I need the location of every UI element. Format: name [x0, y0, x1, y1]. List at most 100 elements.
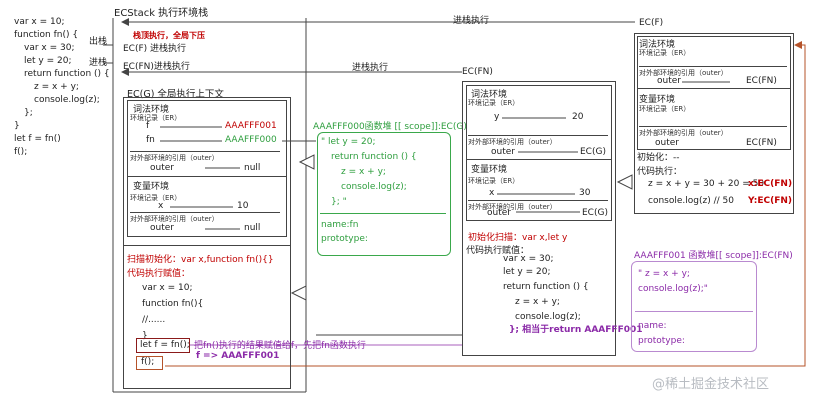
ecfn-lex-title: 词法环境 — [471, 90, 508, 100]
ecf-exec: 代码执行： — [637, 167, 683, 177]
ecfn-var-outer: outer — [487, 208, 511, 218]
source-line: f(); — [14, 147, 28, 157]
heap1-title: AAAFFF001 函数堆[[ scope]]:EC(FN) — [634, 251, 793, 261]
ecf-var-outer: outer — [655, 138, 679, 148]
ecfn-code-line: z = x + y; — [515, 297, 560, 307]
ecg-fn-name: fn — [146, 135, 155, 145]
ecfn-title: EC(FN) — [462, 67, 493, 77]
ecf-log-note: Y:EC(FN) — [748, 196, 792, 206]
ecg-var-title: 变量环境 — [133, 182, 170, 192]
ecg-x-name: x — [158, 201, 164, 211]
heap0-title: AAAFFF000函数堆 [[ scope]]:EC(G) — [313, 122, 467, 132]
ecg-var-outer-label: 对外部环境的引用（outer） — [130, 215, 219, 223]
ecfn-frame — [462, 81, 616, 356]
ecg-er-label: 环境记录（ER） — [130, 114, 182, 122]
ecfn-var-title: 变量环境 — [471, 165, 508, 175]
ecg-f-name: f — [146, 121, 150, 131]
ecf-var-outer-label: 对外部环境的引用（outer） — [639, 129, 728, 137]
source-line: var x = 10; — [14, 17, 65, 27]
ecf-frame — [634, 33, 794, 214]
ecfn-code: var x = 30; let y = 20; return function … — [503, 253, 589, 324]
ecfn-return-line: }; 相当于return AAAFFF001 — [509, 325, 643, 335]
call-f-box — [136, 356, 163, 370]
ecfn-outer-label: 对外部环境的引用（outer） — [468, 138, 557, 146]
ecfn-code-line: return function () { — [503, 282, 589, 292]
let-f-line: let f = fn(); — [140, 340, 190, 350]
ecg-note-1: 把fn()执行的结果赋值给f，先把fn函数执行 — [194, 341, 366, 351]
ecg-var-outer-value: null — [244, 223, 261, 233]
heap0-name: name:fn — [321, 220, 359, 230]
ecfn-env-box — [466, 85, 612, 221]
ecg-frame — [123, 97, 291, 389]
ecfn-x-value: 30 — [579, 188, 591, 198]
ecf-var-outer-value: EC(FN) — [746, 138, 777, 148]
ecfn-outer-value: EC(G) — [580, 147, 606, 157]
ecf-init: 初始化：-- — [637, 153, 680, 163]
source-line: var x = 30; — [24, 43, 75, 53]
heap0-code-line: console.log(z); — [341, 182, 407, 192]
stack-pointer-2 — [290, 285, 307, 301]
ecfn-var-outer-label: 对外部环境的引用（outer） — [468, 203, 557, 211]
ecfn-y-name: y — [494, 112, 500, 122]
heap0-code-line: }; " — [331, 197, 347, 207]
source-line: let f = fn() — [14, 134, 61, 144]
ecf-push-label: EC(F) 进栈执行 — [123, 44, 187, 54]
ecg-title: EC(G) 全局执行上下文 — [127, 89, 224, 100]
ecf-calc-note: x:EC(FN) — [748, 179, 793, 189]
ecfn-y-value: 20 — [572, 112, 584, 122]
ecg-exec-assign: 代码执行赋值： — [127, 269, 191, 279]
ecg-lex-title: 词法环境 — [133, 105, 170, 115]
ecg-code-line: var x = 10; — [142, 283, 193, 293]
heap1-code-line: console.log(z);" — [638, 284, 708, 294]
ecfn-scan-init: 初始化扫描：var x,let y — [468, 230, 567, 243]
ecf-er-label: 环境记录（ER） — [639, 49, 691, 57]
ecf-title: EC(F) — [639, 18, 664, 28]
pop-label: 出栈 — [89, 37, 108, 47]
source-line: console.log(z); — [34, 95, 100, 105]
heap1-code: " z = x + y; console.log(z);" — [638, 268, 708, 296]
ecg-code-line: } — [142, 331, 148, 341]
ecfn-code-line: let y = 20; — [503, 267, 551, 277]
ecg-outer-value: null — [244, 163, 261, 173]
source-line: function fn() { — [14, 30, 79, 40]
ecf-outer-value: EC(FN) — [746, 76, 777, 86]
ecg-scan-init: 扫描初始化：var x,function fn(){} — [127, 255, 274, 265]
ecf-lex-title: 词法环境 — [639, 40, 676, 50]
ecfn-var-er: 环境记录（ER） — [468, 177, 520, 185]
ecg-outer-label: 对外部环境的引用（outer） — [130, 154, 219, 162]
source-line: return function () { — [24, 69, 110, 79]
ecg-code-line: function fn(){ — [142, 299, 204, 309]
ecf-var-title: 变量环境 — [639, 95, 676, 105]
ecf-arrow-label: 进栈执行 — [453, 16, 490, 26]
ecfn-scan-init-text: 初始化扫描：var x,let y — [468, 233, 568, 243]
ecg-code-line: //...... — [142, 315, 166, 325]
ecg-note-2: f => AAAFFF001 — [196, 351, 280, 361]
stack-pointer-1 — [298, 154, 315, 170]
ecf-outer-label: 对外部环境的引用（outer） — [639, 69, 728, 77]
ecg-f-value: AAAFFF001 — [225, 121, 277, 131]
let-f-box — [136, 338, 190, 353]
heap0-box — [317, 132, 451, 256]
watermark: @稀土掘金技术社区 — [652, 377, 770, 392]
ecfn-er-label: 环境记录（ER） — [468, 99, 520, 107]
source-line: } — [14, 121, 20, 131]
ecfn-push-label: EC(FN)进栈执行 — [123, 62, 190, 72]
ecg-outer: outer — [150, 163, 174, 173]
heap0-code-line: " let y = 20; — [321, 137, 376, 147]
ecg-fn-value: AAAFFF000 — [225, 135, 277, 145]
source-code: var x = 10; function fn() { var x = 30; … — [14, 16, 110, 159]
push-label: 进栈 — [89, 58, 108, 68]
ecfn-x-name: x — [489, 188, 495, 198]
ecf-outer: outer — [657, 76, 681, 86]
heap1-name: name: — [638, 321, 667, 331]
ecfn-exec-assign: 代码执行赋值： — [466, 246, 530, 256]
ecfn-arrow-label: 进栈执行 — [352, 63, 389, 73]
heap0-code-line: return function () { — [331, 152, 417, 162]
stack-red-note: 栈顶执行，全局下压 — [133, 31, 205, 40]
ecf-env-box — [637, 36, 791, 150]
ecf-calc: z = x + y = 30 + 20 = 50 — [648, 179, 765, 189]
call-f-line: f(); — [141, 357, 155, 367]
stack-pointer-3 — [616, 174, 633, 190]
ecg-x-value: 10 — [237, 201, 249, 211]
